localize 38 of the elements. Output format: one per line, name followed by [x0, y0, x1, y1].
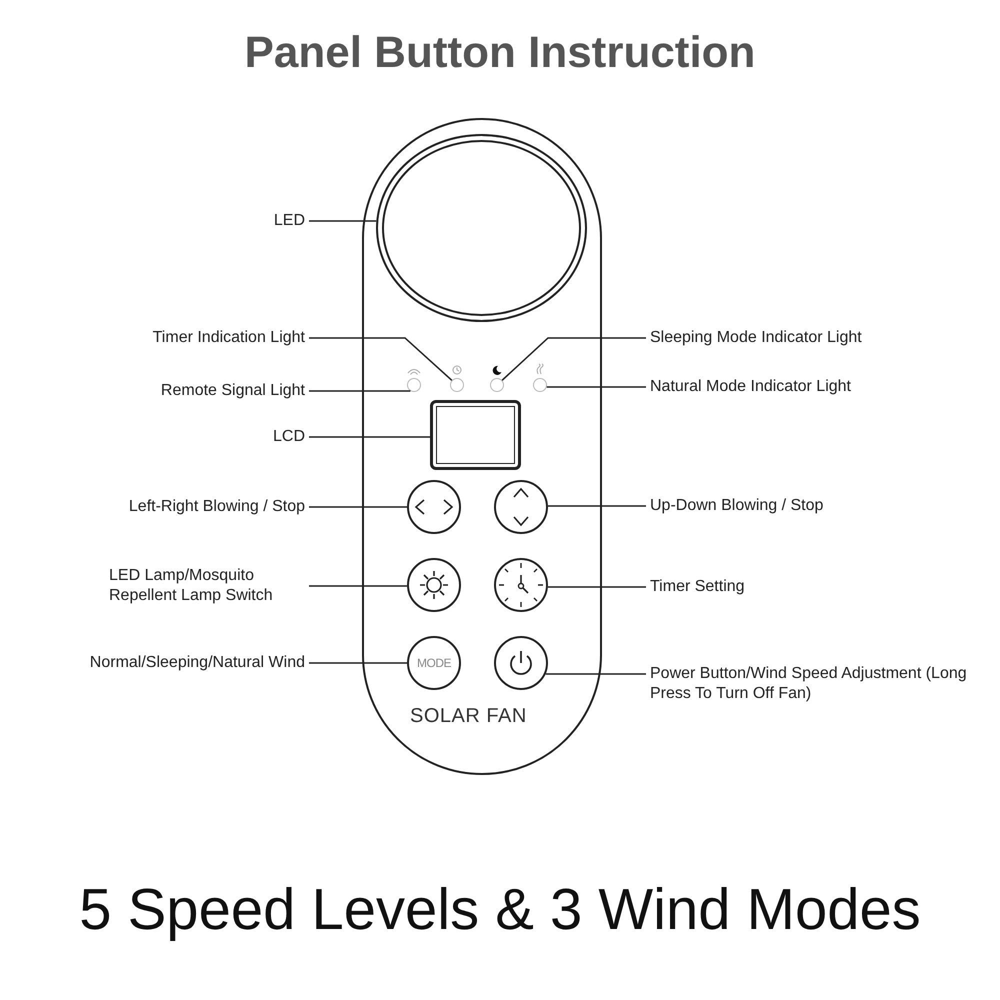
callout-label: Power Button/Wind Speed Adjustment (Long Press To Turn Off Fan)	[650, 664, 980, 704]
direction-button	[407, 480, 461, 534]
leader-line	[309, 506, 407, 508]
callout-label: Remote Signal Light	[160, 381, 305, 401]
leader-line	[309, 337, 452, 381]
callout-label: Timer Indication Light	[152, 328, 305, 348]
callout-label: Up-Down Blowing / Stop	[650, 496, 824, 516]
leader-line	[309, 220, 376, 222]
leader-line	[546, 386, 646, 388]
indicator-light	[407, 378, 421, 392]
callout-label: Normal/Sleeping/Natural Wind	[90, 653, 305, 673]
control-panel	[362, 118, 602, 775]
leader-line	[502, 337, 646, 381]
callout-label: Timer Setting	[650, 577, 745, 597]
caption: 5 Speed Levels & 3 Wind Modes	[78, 876, 922, 943]
leader-line	[309, 390, 410, 392]
power-button	[494, 636, 548, 690]
callout-label: Left-Right Blowing / Stop	[128, 497, 305, 517]
indicator-light	[533, 378, 547, 392]
callout-label: LED	[274, 211, 305, 231]
callout-label: Sleeping Mode Indicator Light	[650, 328, 862, 348]
direction-button	[494, 480, 548, 534]
lcd-display	[430, 400, 521, 470]
callout-label: Natural Mode Indicator Light	[650, 377, 851, 397]
panel-label: SOLAR FAN	[410, 705, 527, 728]
indicator-light	[490, 378, 504, 392]
callout-label: LED Lamp/Mosquito Repellent Lamp Switch	[109, 566, 305, 606]
callout-label: LCD	[272, 427, 305, 447]
leader-line	[548, 505, 646, 507]
lamp-button	[407, 558, 461, 612]
leader-line	[309, 662, 407, 664]
leader-line	[309, 585, 407, 587]
mode-button: MODE	[407, 636, 461, 690]
leader-line	[548, 586, 646, 588]
leader-line	[546, 673, 646, 675]
indicator-light	[450, 378, 464, 392]
leader-line	[309, 436, 430, 438]
title: Panel Button Instruction	[244, 28, 756, 78]
